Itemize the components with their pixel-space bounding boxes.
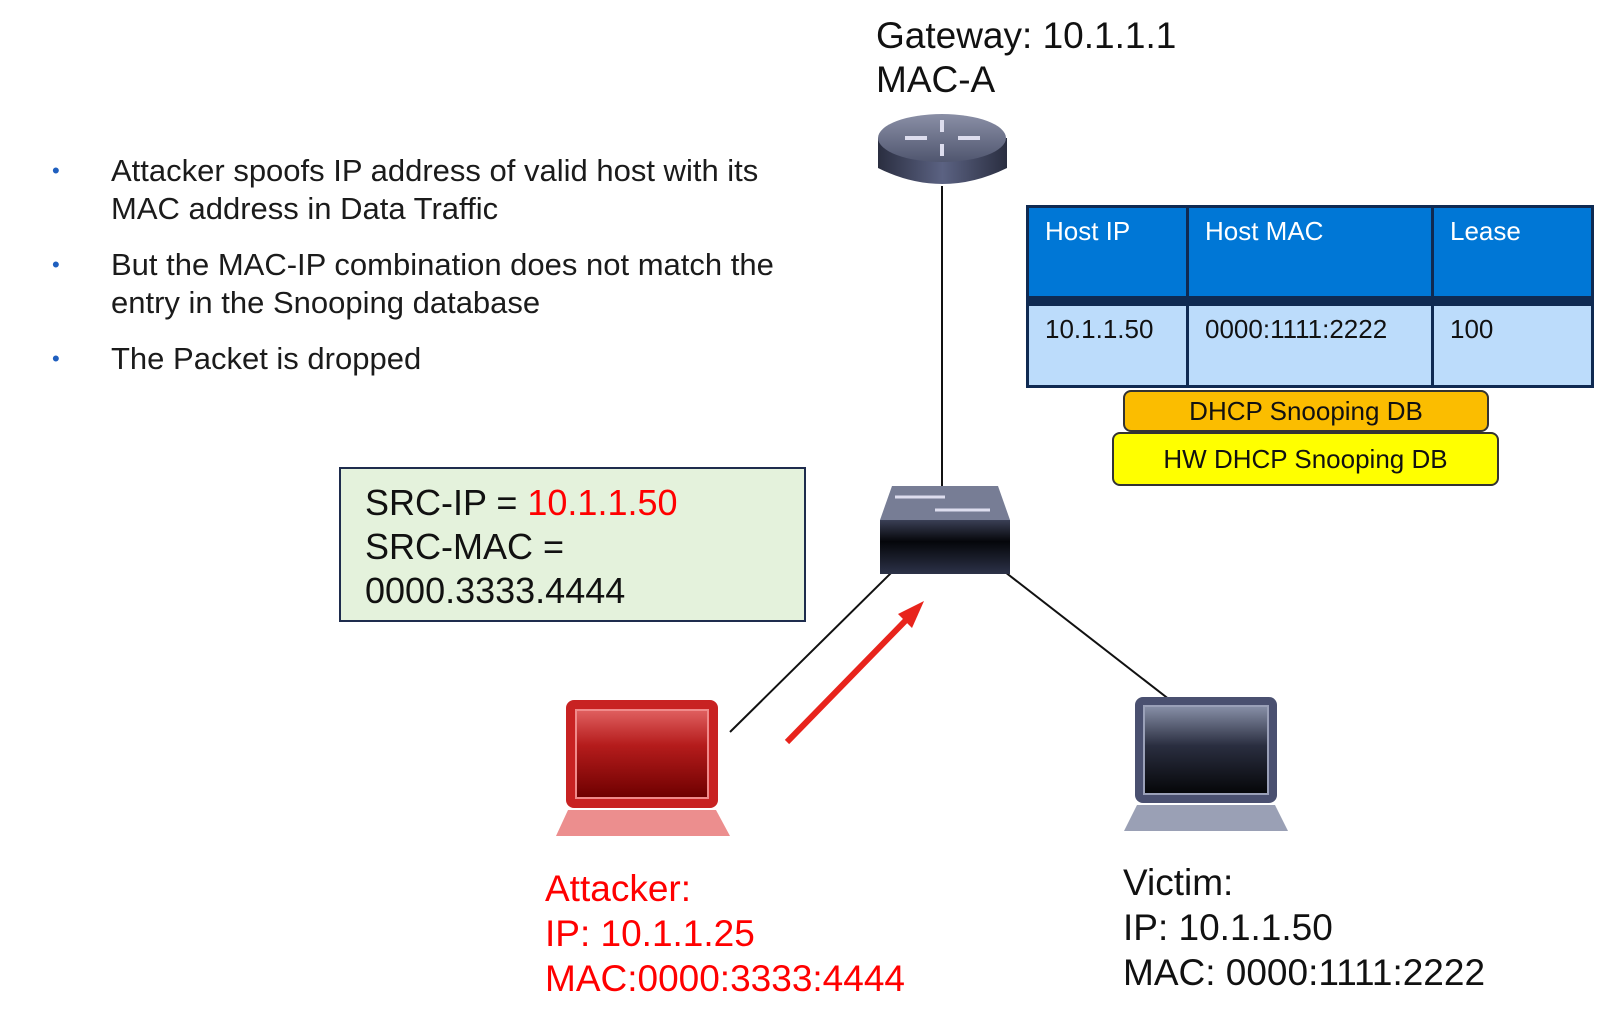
bullet-item: • The Packet is dropped [52, 340, 832, 378]
cell-host-mac: 0000:1111:2222 [1187, 301, 1434, 387]
router-icon [878, 114, 1007, 184]
cell-lease: 100 [1432, 301, 1594, 387]
switch-victim-link [1004, 571, 1171, 701]
attacker-laptop-icon [556, 700, 730, 836]
gateway-label: Gateway: 10.1.1.1 MAC-A [876, 14, 1176, 102]
victim-ip: IP: 10.1.1.50 [1123, 907, 1333, 948]
bullet-item: • Attacker spoofs IP address of valid hos… [52, 152, 832, 228]
attacker-title: Attacker: [545, 868, 691, 909]
header-host-ip: Host IP [1027, 206, 1189, 306]
packet-info-box: SRC-IP = 10.1.1.50 SRC-MAC = 0000.3333.4… [339, 467, 806, 622]
hw-dhcp-snooping-db-label: HW DHCP Snooping DB [1112, 432, 1499, 486]
bullet-item: • But the MAC-IP combination does not mat… [52, 246, 832, 322]
gateway-ip: Gateway: 10.1.1.1 [876, 15, 1177, 56]
dhcp-snooping-db-label: DHCP Snooping DB [1123, 390, 1489, 432]
victim-title: Victim: [1123, 862, 1234, 903]
attack-arrow [784, 601, 924, 745]
victim-laptop-icon [1124, 697, 1288, 831]
switch-icon [880, 486, 1010, 574]
src-mac-value: 0000.3333.4444 [365, 570, 626, 611]
bullet-icon: • [52, 346, 60, 371]
victim-mac: MAC: 0000:1111:2222 [1123, 952, 1486, 993]
src-ip-line: SRC-IP = 10.1.1.50 [365, 481, 804, 525]
header-host-mac: Host MAC [1187, 206, 1434, 306]
bullet-icon: • [52, 252, 60, 277]
bullet-list: • Attacker spoofs IP address of valid hos… [52, 152, 832, 396]
cell-host-ip: 10.1.1.50 [1027, 301, 1189, 387]
gateway-mac: MAC-A [876, 59, 996, 100]
src-ip-value: 10.1.1.50 [527, 482, 678, 523]
snooping-table: Host IP Host MAC Lease 10.1.1.50 0000:11… [1026, 205, 1594, 388]
src-ip-label: SRC-IP = [365, 482, 528, 523]
bullet-text: The Packet is dropped [111, 341, 422, 376]
src-mac-label: SRC-MAC = [365, 526, 565, 567]
switch-attacker-link [729, 571, 893, 733]
victim-label: Victim: IP: 10.1.1.50 MAC: 0000:1111:222… [1123, 860, 1485, 995]
table-row: 10.1.1.50 0000:1111:2222 100 [1027, 301, 1594, 387]
attacker-ip: IP: 10.1.1.25 [545, 913, 755, 954]
attacker-mac: MAC:0000:3333:4444 [545, 958, 905, 999]
bullet-text: But the MAC-IP combination does not matc… [111, 247, 774, 320]
bullet-icon: • [52, 158, 60, 183]
header-lease: Lease [1432, 206, 1594, 306]
attacker-label: Attacker: IP: 10.1.1.25 MAC:0000:3333:44… [545, 866, 905, 1001]
bullet-text: Attacker spoofs IP address of valid host… [111, 153, 759, 226]
table-header-row: Host IP Host MAC Lease [1027, 206, 1594, 306]
